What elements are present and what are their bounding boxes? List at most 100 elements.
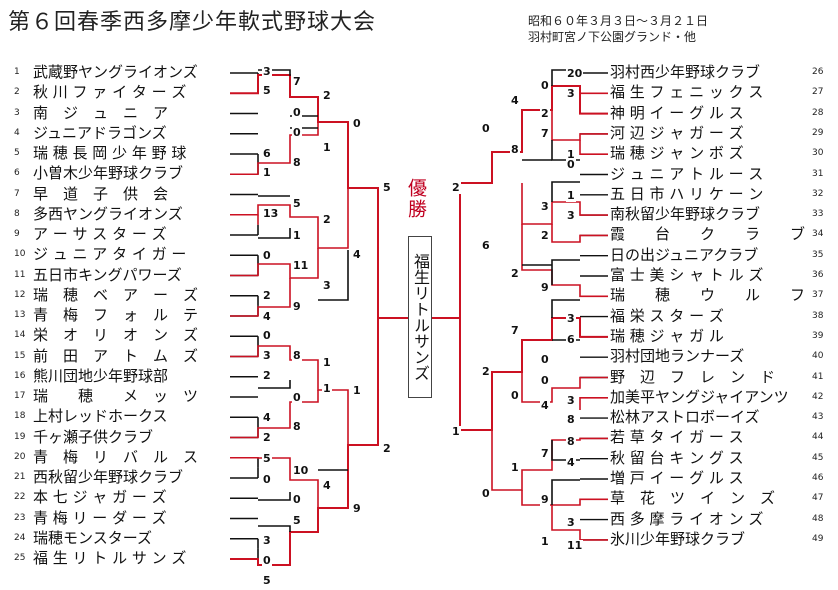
page-title: 第６回春季西多摩少年軟式野球大会	[8, 10, 377, 35]
team-name: 小曽木少年野球クラブ	[33, 164, 184, 183]
match-score: 3	[566, 394, 576, 407]
team-name: 瑞 穂 ウ ル フ	[610, 286, 806, 305]
team-name: 千ヶ瀬子供クラブ	[33, 427, 154, 446]
match-score: 6	[566, 333, 576, 346]
team-name: 五 日 市 ハ リ ケ ー ン	[610, 184, 764, 203]
team-name: 武蔵野ヤングライオンズ	[33, 63, 198, 81]
team-name: 青 梅 フ ォ ル テ	[33, 306, 199, 324]
team-name: 西 多 摩 ラ イ オ ン ズ	[610, 509, 764, 528]
match-score: 0	[481, 487, 491, 500]
team-name: 神 明 イ ー グ ル ス	[610, 103, 744, 122]
team-number: 18	[14, 411, 26, 422]
team-number: 4	[14, 127, 20, 138]
team-number: 3	[14, 107, 20, 118]
match-score: 20	[566, 67, 584, 80]
winner-path-line	[552, 498, 608, 506]
match-score: 0	[566, 158, 576, 171]
match-score: 11	[566, 539, 584, 552]
winner-path-line	[230, 390, 319, 439]
team-name: 南秋留少年野球クラブ	[610, 205, 761, 224]
bracket-line	[258, 492, 291, 501]
winner-path-line	[521, 490, 608, 541]
winner-path-line	[230, 122, 319, 176]
match-score: 11	[292, 259, 310, 272]
team-name: 福 生 フ ェ ニ ッ ク ス	[610, 83, 764, 102]
team-name: 青 梅 リ ー ダ ー ズ	[33, 508, 167, 527]
match-score: 5	[262, 84, 272, 97]
match-score: 0	[540, 79, 550, 92]
bracket-line	[318, 250, 349, 301]
team-number: 45	[812, 452, 824, 463]
match-score: 2	[540, 229, 550, 242]
match-score: 3	[566, 516, 576, 529]
team-number: 26	[812, 67, 824, 77]
match-score: 0	[262, 473, 272, 486]
team-name: 羽村西少年野球クラブ	[610, 63, 761, 81]
team-name: 瑞 穂 メ ッ ツ	[33, 387, 199, 405]
team-number: 20	[14, 451, 26, 462]
match-score: 0	[481, 122, 491, 135]
match-score: 8	[292, 420, 302, 433]
team-name: 熊川団地少年野球部	[33, 366, 169, 385]
match-score: 3	[566, 312, 576, 325]
winner-path-line	[491, 430, 608, 491]
match-score: 2	[262, 369, 272, 382]
team-number: 34	[812, 229, 824, 240]
team-number: 33	[812, 209, 824, 220]
team-number: 16	[14, 370, 26, 381]
match-score: 7	[292, 75, 302, 88]
team-number: 1	[14, 67, 20, 77]
match-score: 2	[451, 181, 461, 194]
match-score: 3	[566, 87, 576, 100]
team-name: 西秋留少年野球クラブ	[33, 468, 184, 486]
match-score: 0	[540, 353, 550, 366]
winner-path-line	[230, 278, 291, 317]
winner-path-line	[579, 86, 608, 95]
team-name: 南 ジ ュ ニ ア	[33, 103, 169, 122]
match-score: 8	[566, 413, 576, 426]
match-score: 4	[566, 456, 576, 469]
team-number: 30	[812, 148, 824, 159]
team-name: ア ー サ ス タ ー ズ	[33, 225, 167, 243]
team-number: 7	[14, 188, 20, 199]
winner-path-line	[230, 74, 408, 319]
winner-path-line	[579, 140, 608, 155]
tournament-dates: 昭和６０年３月３日～３月２１日	[528, 14, 709, 28]
match-score: 2	[262, 431, 272, 444]
team-name: ジ ュ ニ ア ト ル ー ス	[610, 164, 764, 183]
team-name: ジュニアドラゴンズ	[33, 123, 167, 142]
team-name: 草 花 ツ イ ン ズ	[610, 489, 776, 508]
tournament-venue: 羽村町宮ノ下公園グランド・他	[528, 30, 697, 44]
team-name: 瑞 穂 ベ ア ー ズ	[33, 285, 199, 304]
match-score: 3	[262, 65, 272, 78]
team-number: 19	[14, 431, 26, 442]
match-score: 4	[510, 94, 520, 107]
match-score: 10	[292, 464, 310, 477]
team-number: 31	[812, 168, 824, 179]
team-number: 6	[14, 168, 20, 179]
team-name: 前 田 ア ト ム ズ	[33, 346, 199, 365]
team-name: 早 道 子 供 会	[33, 184, 169, 203]
team-number: 40	[812, 351, 824, 362]
match-score: 9	[540, 493, 550, 506]
match-score: 0	[292, 493, 302, 506]
team-name: 瑞 穂 ジ ャ ン ボ ズ	[610, 144, 744, 163]
bracket-line	[551, 259, 580, 285]
match-score: 2	[262, 289, 272, 302]
team-number: 9	[14, 229, 20, 239]
match-score: 8	[292, 156, 302, 169]
team-number: 42	[812, 391, 824, 402]
match-score: 13	[262, 207, 280, 220]
team-name: 野 辺 フ レ ン ド	[610, 367, 776, 386]
match-score: 2	[322, 213, 332, 226]
team-number: 44	[812, 432, 824, 443]
team-name: 日の出ジュニアクラブ	[610, 245, 759, 264]
team-name: ジ ュ ニ ア タ イ ガ ー	[33, 245, 187, 264]
match-score: 9	[352, 502, 362, 515]
match-score: 8	[510, 143, 520, 156]
champion-label: 優勝	[405, 178, 427, 220]
winner-path-line	[521, 372, 608, 403]
match-score: 0	[510, 389, 520, 402]
match-score: 6	[481, 239, 491, 252]
match-score: 6	[262, 147, 272, 160]
